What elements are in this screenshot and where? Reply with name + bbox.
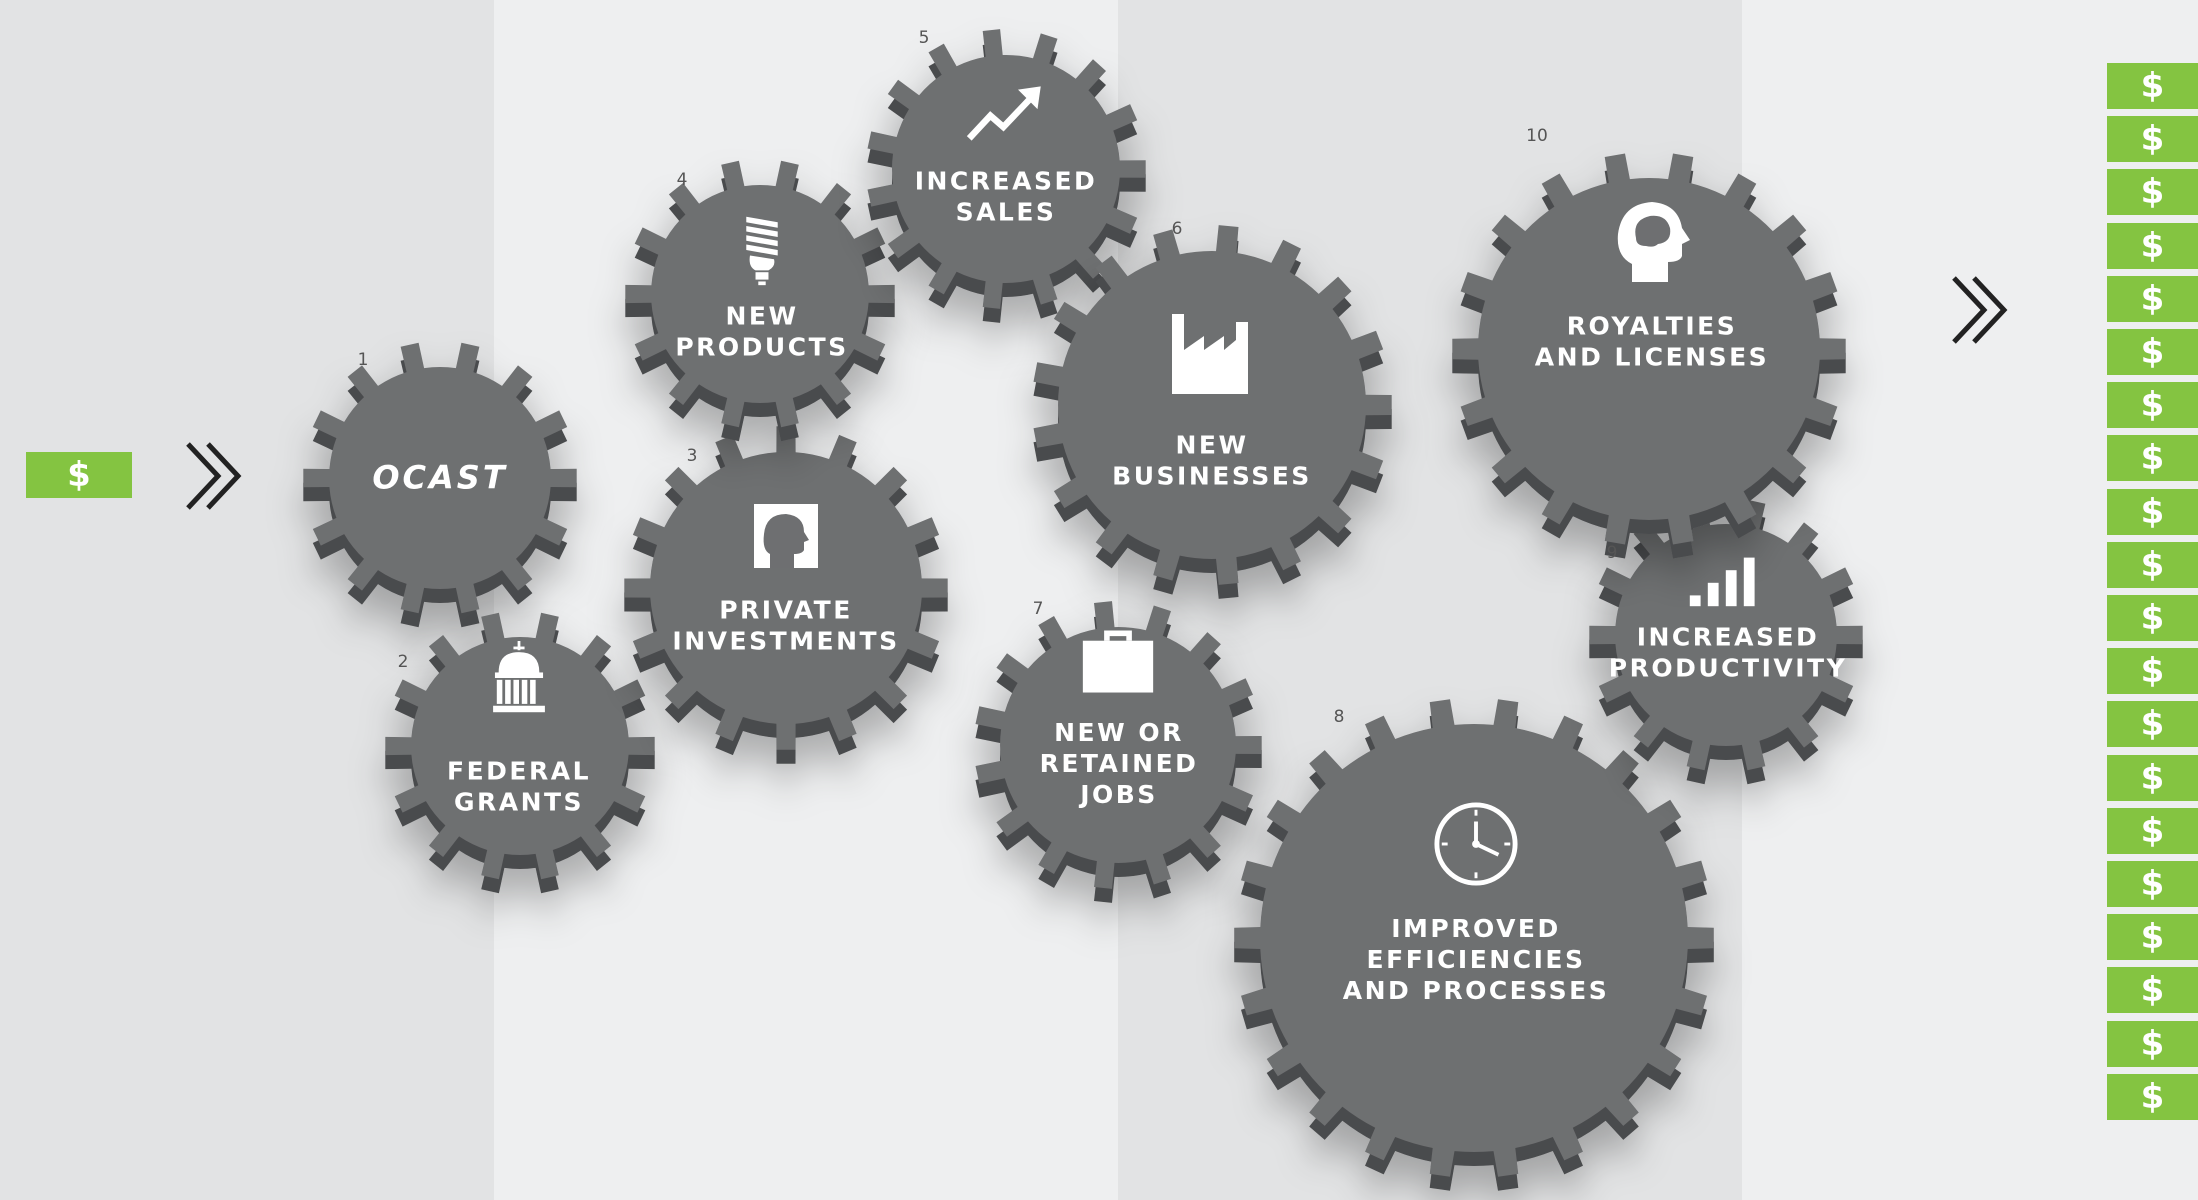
gear-label: INCREASED SALES [914,166,1098,226]
output-money-box: $ [2107,648,2198,695]
gear-label: NEW OR RETAINED JOBS [1039,717,1199,809]
output-money-box: $ [2107,169,2198,216]
output-money-box: $ [2107,382,2198,429]
gear-8 [1234,699,1714,1191]
output-chevron-icon [1952,276,2008,344]
gear-3 [624,426,948,764]
output-money-box: $ [2107,488,2198,535]
output-money-box: $ [2107,1073,2198,1120]
bar-chart-icon [1688,545,1760,621]
briefcase-icon [1081,625,1155,703]
gear-1 [303,342,577,628]
gear-label: IMPROVED EFFICIENCIES AND PROCESSES [1342,913,1610,1005]
input-money-box: $ [26,452,132,498]
output-money-box: $ [2107,754,2198,801]
gear-2 [385,612,655,894]
output-money-box: $ [2107,861,2198,907]
gear-number: 4 [676,170,688,190]
gear-number: 5 [918,28,930,48]
gear-label: FEDERAL GRANTS [446,756,592,816]
gear-number: 6 [1171,219,1183,239]
gear-number: 8 [1333,707,1345,727]
gear-label: NEW BUSINESSES [1112,430,1312,490]
input-chevron-icon [186,442,242,510]
output-money-box: $ [2107,807,2198,854]
gear-number: 2 [397,652,409,672]
gear-number: 3 [686,446,698,466]
gear-9 [1589,499,1863,785]
gear-label: NEW PRODUCTS [675,301,849,361]
output-money-box: $ [2107,701,2198,748]
capitol-building-icon [482,641,556,719]
output-money-box: $ [2107,222,2198,269]
ocast-logo: OCAST [372,458,508,497]
output-money-box: $ [2107,914,2198,961]
light-bulb-icon [725,213,799,291]
output-money-box: $ [2107,541,2198,588]
rising-arrow-icon [966,75,1044,157]
gear-number: 1 [357,350,369,370]
gear-number: 7 [1032,599,1044,619]
gear-5 [867,29,1146,323]
investor-head-icon [754,504,818,572]
gear-10 [1452,153,1846,559]
output-money-box: $ [2107,116,2198,163]
factory-icon [1170,312,1254,400]
output-money-box: $ [2107,435,2198,482]
output-money-box: $ [2107,63,2198,109]
output-money-box: $ [2107,1020,2198,1067]
output-money-box: $ [2107,329,2198,375]
gear-number: 10 [1526,126,1548,146]
gear-number: 9 [1606,543,1618,563]
output-money-box: $ [2107,275,2198,322]
output-money-box: $ [2107,967,2198,1014]
output-money-box: $ [2107,595,2198,641]
brain-head-icon [1610,198,1694,286]
gear-label: PRIVATE INVESTMENTS [672,595,900,655]
clock-icon [1432,800,1520,892]
gear-6 [1033,225,1392,599]
gear-7 [975,601,1262,903]
gear-label: ROYALTIES AND LICENSES [1534,311,1770,371]
gear-4 [625,160,895,442]
gear-label: INCREASED PRODUCTIVITY [1608,622,1848,682]
